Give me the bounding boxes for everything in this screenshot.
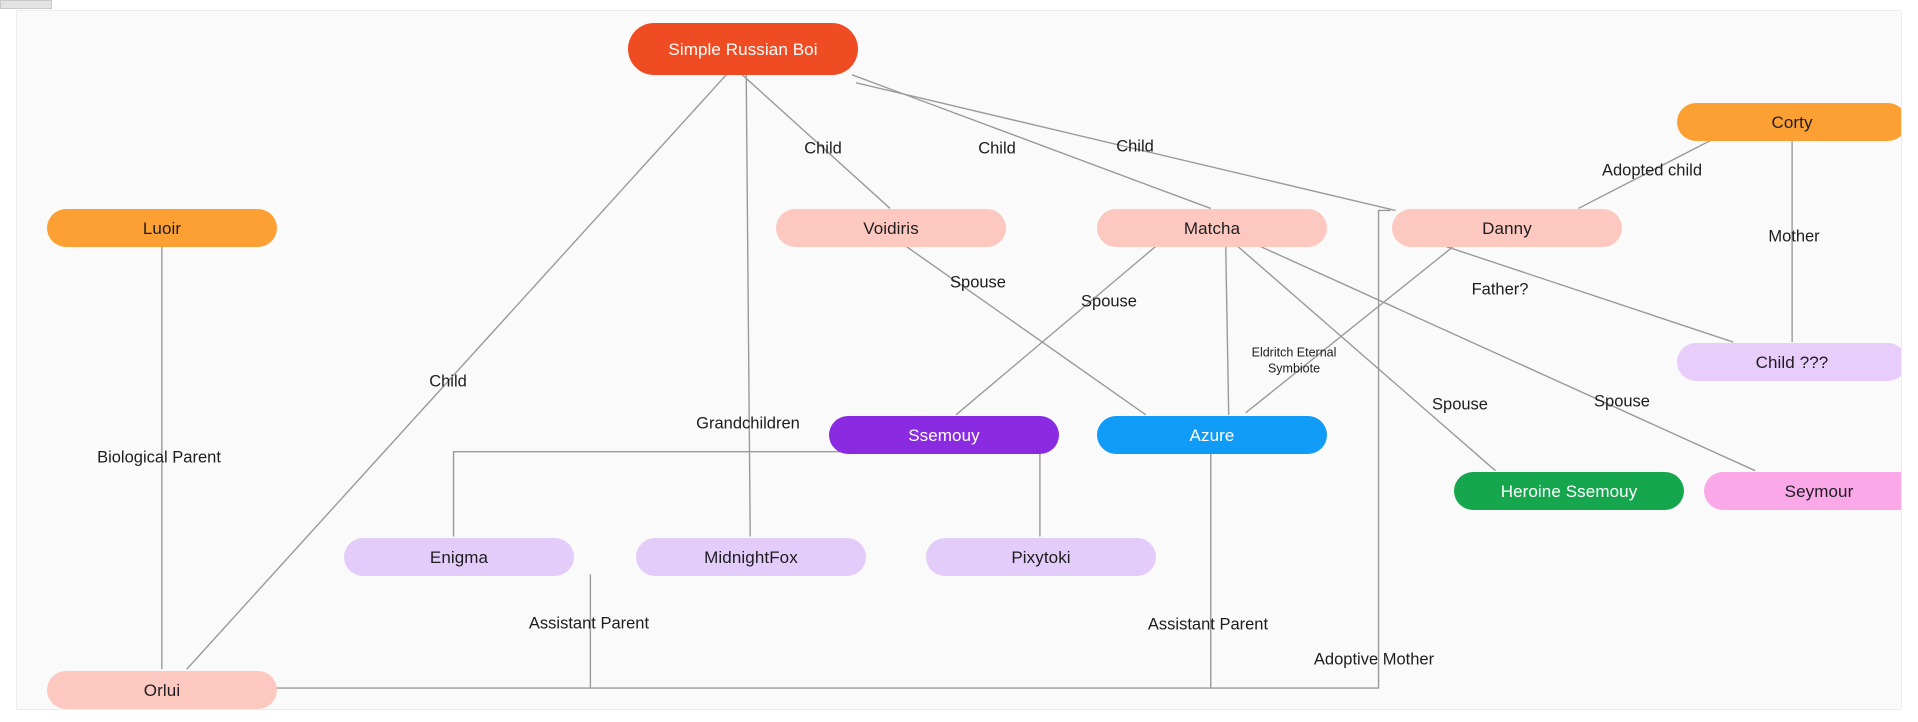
node-label: Matcha bbox=[1183, 218, 1241, 238]
node-label: Luoir bbox=[142, 218, 182, 238]
node-luoir[interactable]: Luoir bbox=[47, 209, 277, 247]
node-voidiris[interactable]: Voidiris bbox=[776, 209, 1006, 247]
edge-layer bbox=[161, 74, 1793, 689]
edge-label-lbl-adopted-child: Adopted child bbox=[1602, 161, 1702, 180]
edge-label-lbl-adoptive-mother: Adoptive Mother bbox=[1313, 650, 1435, 669]
node-label: Heroine Ssemouy bbox=[1500, 481, 1638, 501]
node-label: Danny bbox=[1482, 218, 1532, 238]
edge-label-lbl-grandchildren: Grandchildren bbox=[696, 414, 800, 433]
node-label: Orlui bbox=[143, 680, 181, 700]
edge-srb-matcha[interactable] bbox=[851, 74, 1211, 210]
node-matcha[interactable]: Matcha bbox=[1097, 209, 1327, 247]
node-label: Child ??? bbox=[1755, 352, 1829, 372]
edge-matcha-ssemouy[interactable] bbox=[955, 245, 1157, 416]
edge-label-lbl-child-voidiris: Child bbox=[804, 139, 842, 158]
node-label: Voidiris bbox=[863, 218, 919, 238]
node-simple-russian-boi[interactable]: Simple Russian Boi bbox=[628, 23, 858, 75]
edge-label-lbl-spouse-matcha-ssemouy: Spouse bbox=[1081, 292, 1137, 311]
edge-label-lbl-biological-parent: Biological Parent bbox=[97, 448, 221, 467]
node-enigma[interactable]: Enigma bbox=[344, 538, 574, 576]
node-ssemouy[interactable]: Ssemouy bbox=[829, 416, 1059, 454]
node-label: Pixytoki bbox=[1011, 547, 1071, 567]
node-pixytoki[interactable]: Pixytoki bbox=[926, 538, 1156, 576]
edge-label-lbl-mother: Mother bbox=[1768, 227, 1820, 246]
node-label: Simple Russian Boi bbox=[668, 39, 818, 59]
node-heroine-ssemouy[interactable]: Heroine Ssemouy bbox=[1454, 472, 1684, 510]
edge-matcha-azure[interactable] bbox=[1225, 246, 1230, 415]
node-seymour[interactable]: Seymour bbox=[1704, 472, 1901, 510]
edge-label-lbl-child-danny: Child bbox=[1116, 137, 1154, 156]
edge-label-lbl-child-matcha: Child bbox=[978, 139, 1016, 158]
node-label: Azure bbox=[1189, 425, 1235, 445]
edge-danny-azure[interactable] bbox=[1245, 245, 1454, 414]
window-toolbar-stub[interactable] bbox=[0, 0, 52, 9]
node-orlui[interactable]: Orlui bbox=[47, 671, 277, 709]
node-label: Seymour bbox=[1784, 481, 1854, 501]
node-label: Enigma bbox=[429, 547, 489, 567]
edge-label-lbl-spouse-heroine: Spouse bbox=[1432, 395, 1488, 414]
node-child-unknown[interactable]: Child ??? bbox=[1677, 343, 1901, 381]
node-label: MidnightFox bbox=[704, 547, 798, 567]
node-label: Corty bbox=[1771, 112, 1813, 132]
node-danny[interactable]: Danny bbox=[1392, 209, 1622, 247]
edge-voidiris-azure[interactable] bbox=[905, 245, 1147, 416]
edge-label-lbl-father: Father? bbox=[1471, 280, 1529, 299]
node-label: Ssemouy bbox=[908, 425, 980, 445]
edge-label-lbl-assistant-parent-left: Assistant Parent bbox=[528, 614, 650, 633]
edge-label-lbl-eldritch: Eldritch Eternal Symbiote bbox=[1251, 345, 1337, 375]
edge-srb-midnightfox[interactable] bbox=[745, 74, 751, 537]
edge-label-lbl-spouse-seymour: Spouse bbox=[1594, 392, 1650, 411]
edge-label-lbl-assistant-parent-right: Assistant Parent bbox=[1147, 615, 1269, 634]
node-azure[interactable]: Azure bbox=[1097, 416, 1327, 454]
edge-brace-grandchildren[interactable] bbox=[452, 451, 1041, 537]
node-corty[interactable]: Corty bbox=[1677, 103, 1901, 141]
edge-label-lbl-spouse-voidiris-azure: Spouse bbox=[950, 273, 1006, 292]
edge-label-lbl-child-orlui: Child bbox=[429, 372, 467, 391]
node-midnightfox[interactable]: MidnightFox bbox=[636, 538, 866, 576]
